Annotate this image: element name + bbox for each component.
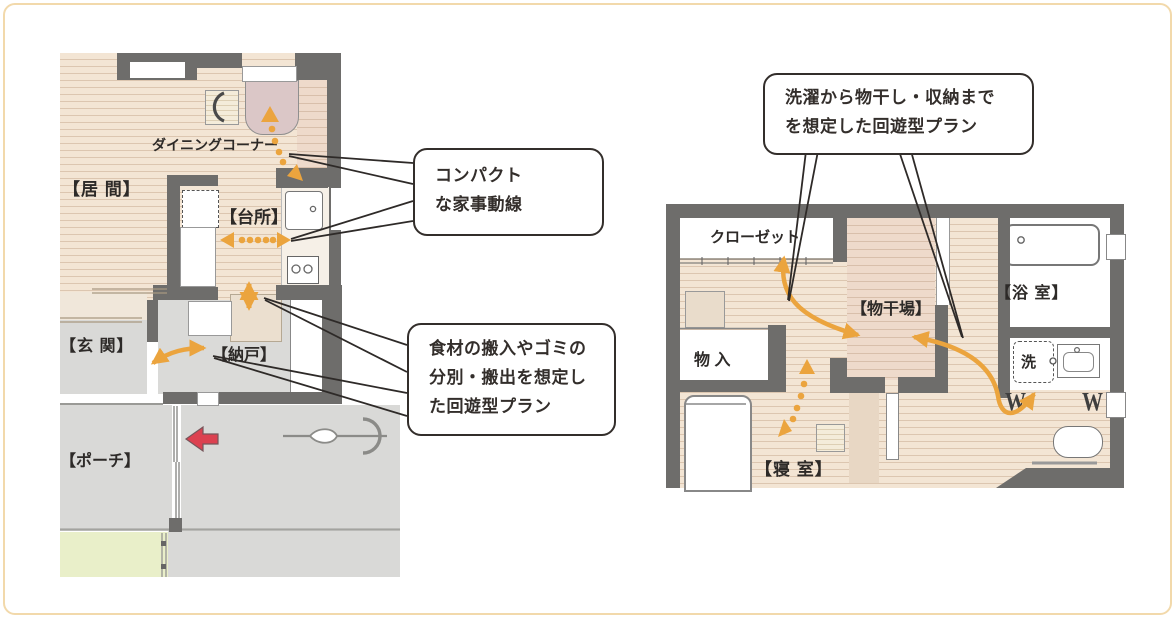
folding-door-icon: W	[1082, 386, 1103, 417]
window	[130, 62, 185, 78]
dining-corner-label: ダイニングコーナー	[152, 137, 278, 153]
kitchen-partition-v	[167, 175, 180, 300]
wall	[197, 53, 242, 68]
storeroom-box	[188, 301, 232, 336]
bathtub	[1004, 224, 1100, 266]
storeroom-tatami	[230, 294, 282, 342]
window	[331, 188, 341, 230]
refrigerator	[182, 190, 219, 228]
living-room-label: 【居 間】	[63, 180, 141, 199]
callout-circulation-laundry: 洗濯から物干し・収納まで を想定した回遊型プラン	[763, 73, 1034, 155]
driveway-floor	[181, 405, 400, 528]
folding-door-icon: W	[1005, 386, 1026, 417]
dining-chair	[205, 90, 239, 125]
storeroom-closet	[290, 297, 324, 394]
porch-label: 【ポーチ】	[60, 453, 141, 470]
callout-line: 食材の搬入やゴミの	[429, 339, 587, 358]
page-frame	[3, 3, 1172, 615]
entrance-floor	[60, 320, 147, 394]
basin-bowl	[1063, 352, 1094, 372]
door	[197, 392, 219, 406]
callout-line: 分別・搬出を想定し	[429, 368, 587, 388]
callout-line: コンパクト	[435, 166, 523, 185]
bath-bottom-wall	[998, 327, 1110, 338]
dining-table	[245, 80, 299, 135]
dining-passage-floor	[297, 80, 327, 170]
kitchen-label: 【台所】	[220, 208, 288, 227]
bathroom-label: 【浴 室】	[995, 285, 1069, 302]
wall	[276, 168, 328, 188]
storage-right-wall	[768, 325, 786, 392]
callout-line: な家事動線	[435, 195, 523, 215]
stove	[287, 256, 319, 284]
kitchen-sink	[285, 191, 323, 230]
closet-wall-stub	[833, 204, 847, 262]
wall-right	[327, 53, 341, 300]
storage-bottom-wall	[680, 380, 786, 392]
window	[1106, 234, 1126, 260]
callout-circulation-food: 食材の搬入やゴミの 分別・搬出を想定し た回遊型プラン	[407, 323, 616, 436]
bedroom-stool	[685, 291, 725, 328]
drying-bottom-wall	[898, 377, 948, 393]
storage-label: 物 入	[694, 352, 731, 369]
bed	[684, 395, 752, 492]
callout-line: 洗濯から物干し・収納まで	[785, 88, 995, 107]
wall-top	[666, 204, 1124, 218]
porch-floor	[60, 405, 172, 528]
sliding-door	[242, 66, 297, 82]
door-opening-jamb	[936, 218, 950, 305]
entrance-divider-wall	[147, 300, 158, 342]
closet-label: クローゼット	[710, 229, 801, 246]
hall-strip	[849, 393, 879, 483]
callout-line: を想定した回遊型プラン	[785, 117, 978, 137]
wall-left	[666, 204, 680, 488]
door-leaf	[886, 393, 899, 460]
window	[1106, 392, 1126, 418]
wall-bottom	[163, 392, 342, 404]
wall	[167, 287, 218, 300]
washing-machine-label: 洗	[1021, 354, 1037, 371]
bedroom-label: 【寝 室】	[755, 460, 833, 479]
callout-line: た回遊型プラン	[429, 397, 552, 417]
drying-area-label: 【物干場】	[851, 301, 932, 318]
driveway-lower-floor	[168, 531, 400, 577]
callout-compact-flow: コンパクト な家事動線	[413, 148, 604, 236]
storeroom-label: 【納戸】	[212, 347, 277, 364]
bath-left-wall	[998, 218, 1010, 398]
entrance-step	[60, 292, 147, 320]
bedroom-table	[816, 424, 845, 452]
wall-column	[322, 287, 342, 403]
wall	[153, 285, 167, 300]
entrance-label: 【玄 関】	[60, 338, 134, 355]
garden-area	[60, 532, 168, 577]
storage-floor	[680, 330, 768, 380]
kitchen-cabinet	[180, 227, 216, 287]
drying-right-wall	[935, 305, 948, 380]
drying-bottom-wall	[830, 377, 885, 393]
kitchen-partition-h	[167, 175, 218, 186]
wall	[295, 53, 327, 80]
toilet	[1053, 426, 1103, 458]
